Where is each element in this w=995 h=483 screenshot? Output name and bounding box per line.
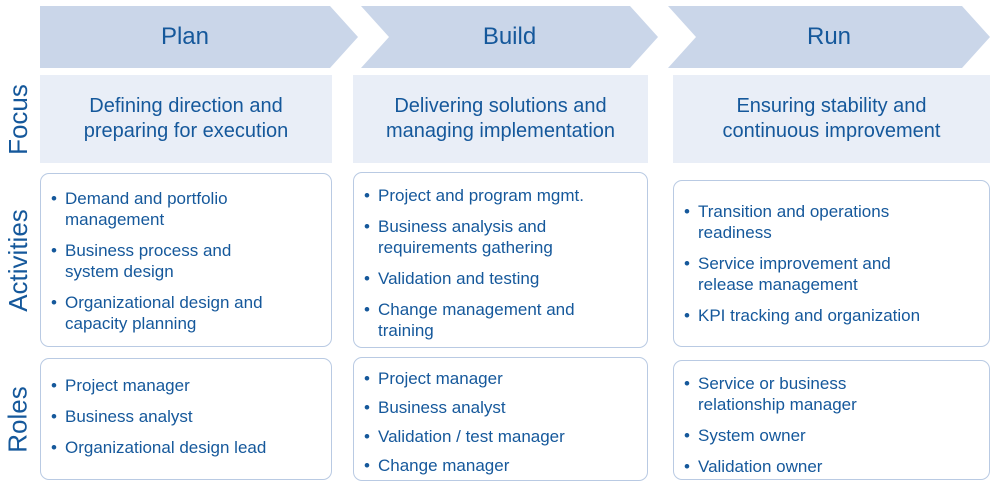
bullet-item: • Organizational design lead [51, 437, 301, 458]
bullet-item: • Transition and operations readiness [684, 201, 936, 243]
bullet-item: • Change manager [364, 455, 617, 476]
bullet-icon: • [684, 374, 690, 393]
bullet-item: • Project manager [51, 375, 301, 396]
bullet-icon: • [364, 427, 370, 446]
phase-label-plan: Plan [160, 23, 210, 50]
bullet-item: • Business analyst [51, 406, 301, 427]
phase-arrow-run: Run [668, 6, 990, 68]
bullet-icon: • [684, 254, 690, 273]
bullet-item: • Project and program mgmt. [364, 185, 601, 206]
bullet-item: • Validation and testing [364, 268, 601, 289]
phase-label-build: Build [482, 23, 537, 50]
bullet-text: Validation and testing [378, 269, 540, 288]
row-label-roles-text: Roles [2, 385, 33, 453]
bullet-icon: • [51, 407, 57, 426]
bullet-text: Validation / test manager [378, 427, 565, 446]
bullet-text: Business process and system design [65, 241, 232, 281]
roles-card-plan: • Project manager • Business analyst • Organi… [40, 358, 332, 480]
bullet-icon: • [364, 217, 370, 236]
bullet-icon: • [364, 456, 370, 475]
bullet-item: • System owner [684, 425, 896, 446]
bullet-item: • Project manager [364, 368, 617, 389]
bullet-icon: • [684, 202, 690, 221]
bullet-item: • Change management and training [364, 299, 601, 341]
bullet-text: Demand and portfolio management [65, 189, 228, 229]
bullet-text: Transition and operations readiness [698, 202, 890, 242]
roles-card-run: • Service or business relationship manage… [673, 360, 990, 480]
bullet-icon: • [51, 241, 57, 260]
bullet-icon: • [51, 438, 57, 457]
bullet-item: • Service or business relationship manage… [684, 373, 896, 415]
bullet-item: • Service improvement and release managem… [684, 253, 936, 295]
bullet-text: Organizational design and capacity plann… [65, 293, 263, 333]
roles-card-build: • Project manager • Business analyst • Valida… [353, 357, 648, 481]
bullet-text: KPI tracking and organization [698, 306, 921, 325]
bullet-icon: • [364, 186, 370, 205]
focus-text-run: Ensuring stability and continuous improv… [722, 95, 941, 142]
bullet-text: Validation owner [698, 457, 823, 476]
bullet-item: • Business process and system design [51, 240, 273, 282]
bullet-text: System owner [698, 426, 806, 445]
row-label-activities: Activities [0, 173, 36, 347]
bullet-item: • KPI tracking and organization [684, 305, 936, 326]
bullet-icon: • [51, 189, 57, 208]
bullet-item: • Validation owner [684, 456, 896, 477]
row-label-focus-text: Focus [2, 83, 33, 155]
bullet-text: Change management and training [378, 300, 575, 340]
bullet-item: • Business analyst [364, 397, 617, 418]
bullet-icon: • [684, 426, 690, 445]
bullet-icon: • [684, 457, 690, 476]
bullet-text: Business analysis and requirements gathe… [378, 217, 553, 257]
focus-text-plan: Defining direction and preparing for exe… [83, 95, 289, 142]
bullet-icon: • [684, 306, 690, 325]
bullet-item: • Business analysis and requirements gath… [364, 216, 601, 258]
bullet-text: Change manager [378, 456, 510, 475]
phase-arrow-plan: Plan [40, 6, 358, 68]
row-label-roles: Roles [0, 358, 36, 480]
activities-card-run: • Transition and operations readiness • Ser… [673, 180, 990, 347]
bullet-text: Service or business relationship manager [698, 374, 857, 414]
focus-text-build: Delivering solutions and managing implem… [385, 95, 616, 142]
bullet-icon: • [364, 398, 370, 417]
focus-box-build: Delivering solutions and managing implem… [353, 75, 648, 163]
bullet-text: Service improvement and release manageme… [698, 254, 891, 294]
bullet-text: Project manager [65, 376, 190, 395]
bullet-item: • Organizational design and capacity plan… [51, 292, 273, 334]
bullet-text: Organizational design lead [65, 438, 267, 457]
bullet-item: • Validation / test manager [364, 426, 617, 447]
phase-arrow-build: Build [361, 6, 658, 68]
row-label-activities-text: Activities [2, 208, 33, 312]
row-label-focus: Focus [0, 75, 36, 163]
bullet-item: • Demand and portfolio management [51, 188, 273, 230]
focus-box-plan: Defining direction and preparing for exe… [40, 75, 332, 163]
bullet-icon: • [364, 369, 370, 388]
activities-card-build: • Project and program mgmt. • Business anal… [353, 172, 648, 348]
bullet-icon: • [364, 300, 370, 319]
phase-label-run: Run [806, 23, 852, 50]
bullet-text: Business analyst [378, 398, 506, 417]
activities-card-plan: • Demand and portfolio management • Busines… [40, 173, 332, 347]
bullet-text: Project manager [378, 369, 503, 388]
bullet-icon: • [51, 293, 57, 312]
bullet-icon: • [364, 269, 370, 288]
bullet-text: Business analyst [65, 407, 193, 426]
bullet-icon: • [51, 376, 57, 395]
bullet-text: Project and program mgmt. [378, 186, 584, 205]
focus-box-run: Ensuring stability and continuous improv… [673, 75, 990, 163]
